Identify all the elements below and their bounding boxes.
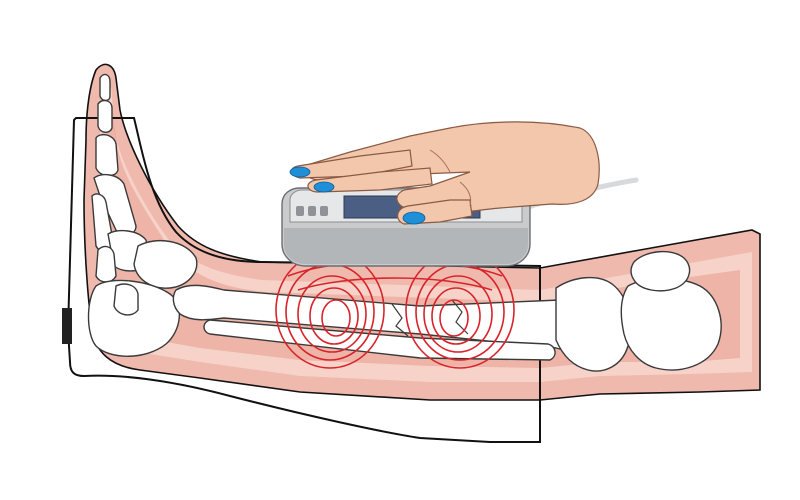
hand-finger-middle	[307, 167, 433, 193]
cast-heel-pad	[62, 308, 72, 344]
bones	[87, 73, 722, 372]
cast-outline-path	[66, 117, 541, 443]
toe-phalanx-3	[95, 133, 119, 177]
fracture-line	[391, 303, 409, 337]
field-loop-right-4	[431, 287, 481, 345]
field-loop-right-3	[423, 275, 493, 353]
device-button-3	[320, 206, 328, 216]
cast-outline	[62, 117, 541, 443]
talus	[133, 239, 198, 289]
tibia-plateau	[555, 277, 631, 372]
calcaneus	[87, 279, 181, 357]
fingernail-ring	[402, 211, 426, 225]
patella	[630, 251, 691, 292]
femur-condyle	[620, 277, 722, 371]
fracture-line-2	[451, 299, 469, 335]
cuboid	[113, 283, 139, 316]
device-button-2	[308, 206, 316, 216]
hand-palm	[304, 121, 600, 215]
navicular	[95, 245, 117, 283]
field-loop-left-3	[297, 275, 367, 353]
hand-crease-1	[429, 149, 451, 173]
toe-phalanx-1	[99, 73, 111, 102]
field-loop-left-4	[309, 287, 359, 345]
hand-crease-2	[459, 181, 472, 207]
fingernail-middle	[313, 181, 335, 193]
toe-phalanx-2	[97, 99, 113, 133]
hand	[289, 121, 600, 225]
field-arc-mid	[297, 277, 493, 291]
field-loop-right-5	[439, 299, 469, 337]
fingernail-index	[289, 166, 311, 178]
device-button-1	[296, 206, 304, 216]
field-loop-left-5	[321, 299, 351, 337]
device-band	[284, 228, 528, 264]
